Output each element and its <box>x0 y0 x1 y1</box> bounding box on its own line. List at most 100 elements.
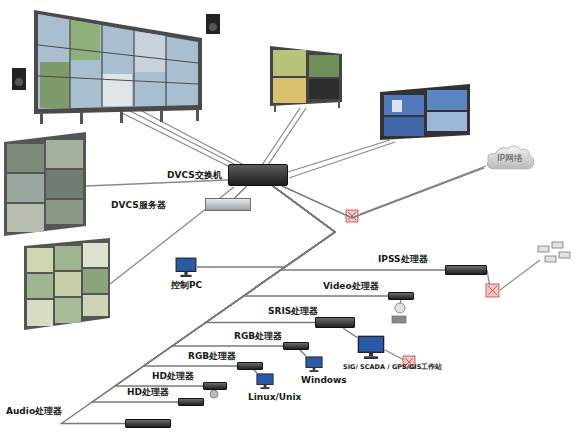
cable-connector <box>144 186 335 366</box>
wall-screen <box>27 274 53 298</box>
monitor-screen <box>358 336 383 352</box>
processor-box: Video处理器 <box>388 292 414 300</box>
cable-connector <box>235 186 247 198</box>
node-label: DVCS服务器 <box>111 200 166 211</box>
processor-box: RGB处理器 <box>283 342 309 350</box>
server-unit: DVCS服务器 <box>205 198 251 211</box>
cable-connector <box>300 350 306 356</box>
cable-connector <box>343 328 357 337</box>
wall-screen <box>384 95 424 115</box>
wall-screen <box>46 200 83 224</box>
cable-line <box>288 140 390 172</box>
wall-screen <box>70 20 100 60</box>
cable-line <box>120 112 232 168</box>
monitor-stand <box>369 352 373 356</box>
wall-screen <box>427 112 467 131</box>
processor-box: Audio处理器 <box>125 419 171 428</box>
video-wall <box>34 10 202 114</box>
cable-connector <box>197 186 335 267</box>
router-box <box>486 284 499 297</box>
node-label: Video处理器 <box>323 281 379 292</box>
node-label: IP网络 <box>497 153 523 164</box>
camera-icon <box>538 246 549 252</box>
node-label: HD处理器 <box>127 387 169 398</box>
router-mark <box>488 286 497 295</box>
node-label: IPSS处理器 <box>378 254 428 265</box>
wall-screen <box>134 31 166 72</box>
cable-connector <box>282 168 484 218</box>
monitor-screen <box>176 258 196 271</box>
screen-seam <box>38 45 198 63</box>
node-label: RGB处理器 <box>234 331 282 342</box>
cable-line <box>385 350 404 360</box>
cable-connector <box>61 186 335 424</box>
node-label: Windows <box>301 375 347 386</box>
cable-line <box>500 260 540 290</box>
processor-box: RGB处理器 <box>237 362 263 370</box>
cable-line <box>140 110 244 165</box>
cable-line <box>360 166 486 214</box>
wall-leg <box>80 112 83 124</box>
camera-icon <box>545 256 556 262</box>
wall-screen <box>273 78 306 103</box>
router-mark <box>488 286 497 295</box>
monitor-base <box>310 370 319 372</box>
pc-monitor: 控制PC <box>175 257 197 277</box>
workstation-monitor: SIG/ SCADA / GPS/GIS工作站 <box>357 335 385 359</box>
wall-screen <box>27 248 53 272</box>
screen-seam <box>133 31 134 106</box>
screen-seam <box>165 36 166 106</box>
wall-screen <box>309 79 339 99</box>
camera-icon <box>552 242 563 248</box>
monitor-shape <box>256 373 274 389</box>
monitor-screen <box>306 357 322 368</box>
monitor-shape <box>175 257 197 277</box>
wall-leg <box>40 112 43 124</box>
screen-seam <box>38 76 198 84</box>
wall-screen <box>273 50 306 76</box>
wall-screen <box>27 300 53 326</box>
node-label: SIG/ SCADA / GPS/GIS工作站 <box>343 362 442 373</box>
monitor-stand <box>184 271 187 274</box>
dome-camera <box>395 303 405 313</box>
processor-box: SRIS处理器 <box>315 317 355 328</box>
speaker <box>12 68 26 90</box>
wall-leg <box>274 104 276 112</box>
cable-connector <box>172 186 335 346</box>
monitor-base <box>261 387 270 389</box>
video-camera <box>392 316 406 323</box>
cable-connector <box>206 186 335 323</box>
cable-connector <box>254 370 257 373</box>
video-wall <box>380 84 470 140</box>
wall-screen <box>83 295 108 316</box>
wall-screen <box>83 243 108 267</box>
wall-screen <box>427 90 467 110</box>
node-label: RGB处理器 <box>188 351 236 362</box>
node-label: HD处理器 <box>152 371 194 382</box>
wall-screen <box>384 117 424 136</box>
processor-box: IPSS处理器 <box>445 265 487 275</box>
node-label: SRIS处理器 <box>268 306 318 317</box>
wall-leg <box>196 109 199 121</box>
wall-screen <box>38 14 198 109</box>
monitor-stand <box>264 385 267 388</box>
monitor-shape <box>305 356 323 372</box>
wall-screen <box>309 55 339 77</box>
wall-screen <box>55 246 81 270</box>
screen-seam <box>69 20 70 108</box>
wall-screen <box>46 140 83 168</box>
monitor-base <box>364 356 378 359</box>
cloud-outline <box>487 146 534 169</box>
video-wall <box>270 46 342 106</box>
wall-screen <box>7 144 44 172</box>
cable-line <box>130 111 238 166</box>
wall-screen <box>102 74 132 106</box>
network-switch: DVCS交换机 <box>228 164 288 186</box>
node-label: DVCS交换机 <box>167 170 222 181</box>
processor-box: HD处理器 <box>178 398 204 406</box>
cable-line <box>268 108 306 165</box>
wall-screen <box>7 204 44 232</box>
cable-line <box>289 142 395 178</box>
